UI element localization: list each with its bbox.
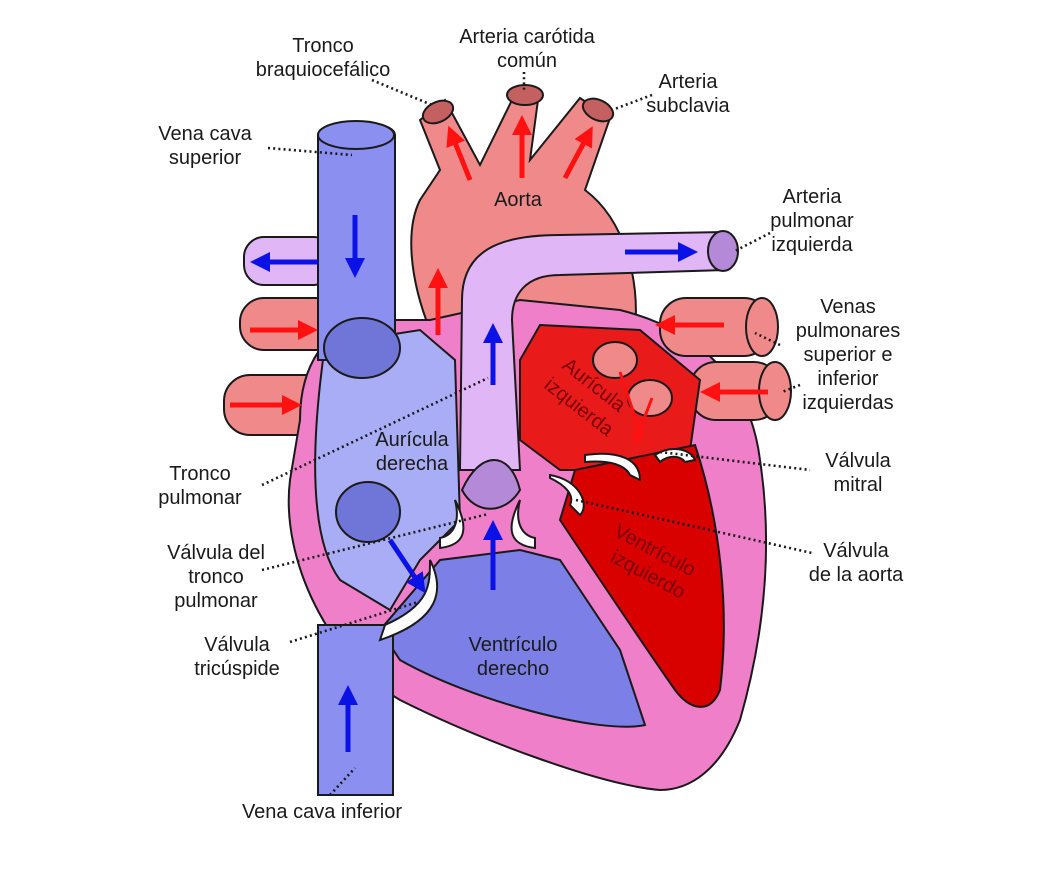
inferior-vena-cava — [317, 481, 401, 796]
label-carotida-l1: Arteria carótida — [459, 26, 595, 48]
label-auricula-derecha-l2: derecha — [376, 453, 449, 475]
label-ventriculo-derecho-l2: derecho — [477, 658, 549, 680]
label-tronco-braquiocefalico-l2: braquiocefálico — [256, 59, 391, 81]
right-atrium — [314, 328, 462, 612]
label-arteria-pulmonar-l1: Arteria — [783, 186, 843, 208]
leader-lines — [261, 72, 813, 796]
right-ventricle — [378, 548, 647, 728]
superior-vena-cava — [317, 120, 401, 379]
label-venas-pulmonares-l4: inferior — [817, 368, 878, 390]
label-venas-pulmonares-l5: izquierdas — [802, 392, 893, 414]
label-valvula-tronco-l2: tronco — [188, 566, 244, 588]
label-arteria-pulmonar-l2: pulmonar — [770, 210, 854, 232]
label-tronco-braquiocefalico-l1: Tronco — [292, 35, 354, 57]
pulmonary-trunk — [458, 230, 739, 510]
left-ventricle — [558, 443, 725, 708]
label-tronco-pulmonar-l1: Tronco — [169, 463, 231, 485]
label-valvula-aorta-l2: de la aorta — [809, 564, 904, 586]
label-valvula-tricuspide-l1: Válvula — [204, 634, 270, 656]
label-subclavia-l2: subclavia — [646, 95, 730, 117]
label-tronco-pulmonar-l2: pulmonar — [158, 487, 242, 509]
label-subclavia-l1: Arteria — [659, 71, 719, 93]
label-ventriculo-derecho-l1: Ventrículo — [469, 634, 558, 656]
label-vena-cava-superior-l2: superior — [169, 147, 242, 169]
label-venas-pulmonares-l1: Venas — [820, 296, 876, 318]
valves — [378, 448, 697, 642]
label-vena-cava-superior-l1: Vena cava — [158, 123, 252, 145]
label-aorta: Aorta — [494, 189, 543, 211]
label-arteria-pulmonar-l3: izquierda — [771, 234, 853, 256]
blood-flow-arrows — [230, 115, 768, 752]
label-venas-pulmonares-l2: pulmonares — [796, 320, 901, 342]
label-valvula-tronco-l3: pulmonar — [174, 590, 258, 612]
label-vena-cava-inferior: Vena cava inferior — [242, 801, 402, 823]
label-valvula-tricuspide-l2: tricúspide — [194, 658, 280, 680]
left-atrium — [519, 323, 702, 471]
label-valvula-tronco-l1: Válvula del — [167, 542, 265, 564]
label-carotida-l2: común — [497, 50, 557, 72]
label-auricula-derecha-l1: Aurícula — [375, 429, 449, 451]
label-valvula-mitral-l2: mitral — [834, 474, 883, 496]
label-venas-pulmonares-l3: superior e — [804, 344, 893, 366]
label-valvula-aorta-l1: Válvula — [823, 540, 889, 562]
label-valvula-mitral-l1: Válvula — [825, 450, 891, 472]
